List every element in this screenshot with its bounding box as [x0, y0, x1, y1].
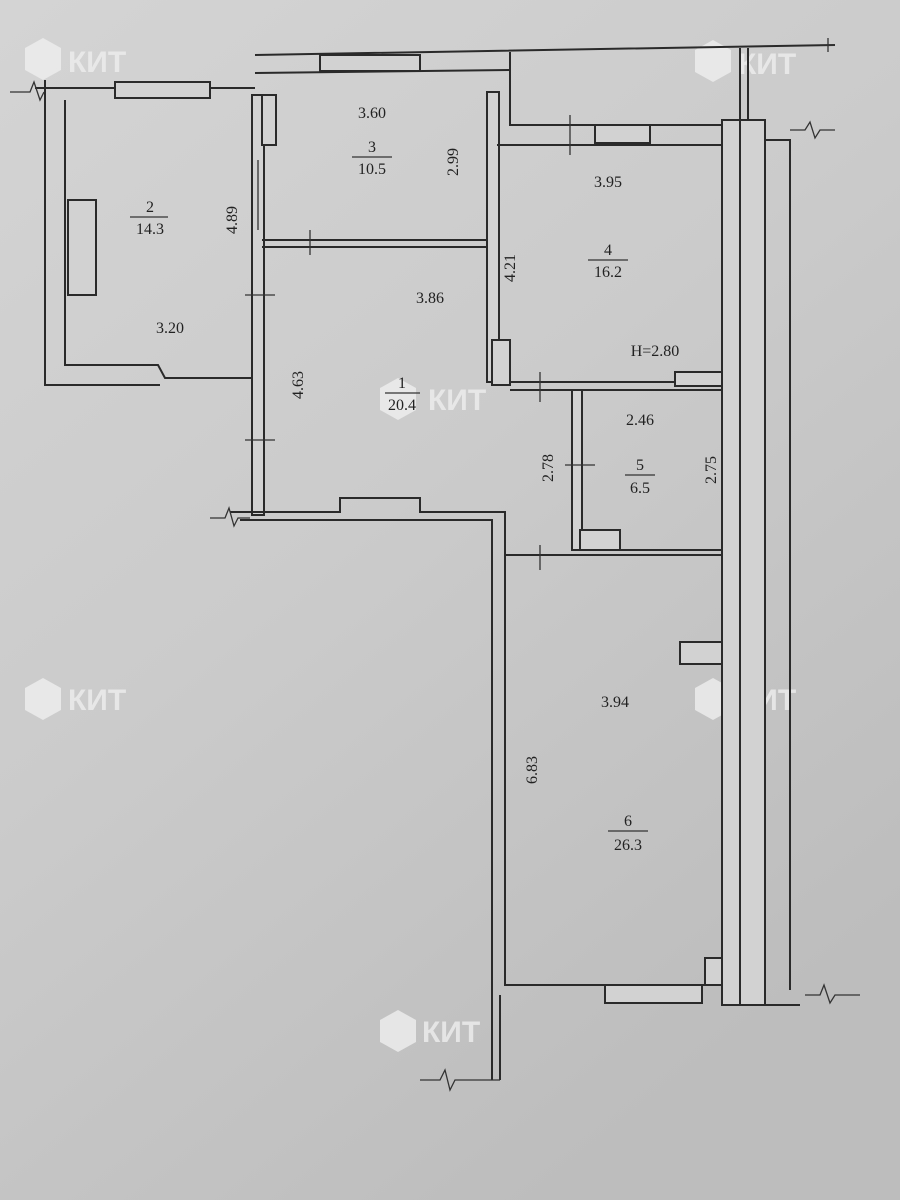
room-1-depth: 2.78: [540, 454, 557, 482]
room-5-number: 5: [636, 457, 644, 474]
room-1-width: 3.86: [416, 290, 444, 307]
watermark-logo-icon: [380, 1010, 416, 1052]
room-6-area: 26.3: [614, 837, 642, 854]
watermarks: КИТ КИТ КИТ КИТ КИТ КИТ: [25, 38, 796, 1052]
room-1-number: 1: [398, 375, 406, 392]
room-3-area: 10.5: [358, 161, 386, 178]
room-3-number: 3: [368, 139, 376, 156]
room-4-area: 16.2: [594, 264, 622, 281]
room-labels: 3.86 4.63 2.78 1 20.4 2 14.3 4.89 3.20 3…: [130, 105, 720, 854]
room-2-length: 4.89: [224, 206, 241, 234]
watermark-text: КИТ: [738, 48, 796, 81]
room-6-width: 3.94: [601, 694, 629, 711]
room-5-length: 2.75: [703, 456, 720, 484]
room-2-area: 14.3: [136, 221, 164, 238]
room-4-width: 3.95: [594, 174, 622, 191]
watermark-text: КИТ: [68, 684, 126, 717]
room-6-length: 6.83: [524, 756, 541, 784]
watermark-text: КИТ: [422, 1016, 480, 1049]
room-2-number: 2: [146, 199, 154, 216]
watermark-logo-icon: [380, 378, 416, 420]
room-2-width: 3.20: [156, 320, 184, 337]
ceiling-height: H=2.80: [631, 343, 680, 360]
room-3-length: 2.99: [445, 148, 462, 176]
room-4-length: 4.21: [502, 254, 519, 282]
room-3-width: 3.60: [358, 105, 386, 122]
room-4-number: 4: [604, 242, 612, 259]
watermark-logo-icon: [25, 38, 61, 80]
watermark-logo-icon: [25, 678, 61, 720]
room-1-area: 20.4: [388, 397, 416, 414]
watermark-logo-icon: [695, 40, 731, 82]
room-1-length: 4.63: [290, 371, 307, 399]
room-5-width: 2.46: [626, 412, 654, 429]
walls: [10, 38, 860, 1092]
room-6-number: 6: [624, 813, 632, 830]
room-5-area: 6.5: [630, 480, 650, 497]
watermark-text: КИТ: [68, 46, 126, 79]
watermark-text: КИТ: [428, 384, 486, 417]
